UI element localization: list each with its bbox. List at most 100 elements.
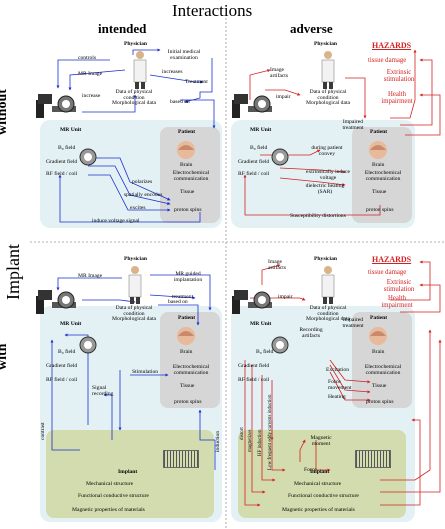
q1-excites: excites — [130, 205, 146, 211]
q4-excitation: Excitation — [326, 367, 349, 373]
q3-electrochem: Electrochemical communication — [172, 364, 210, 376]
q2-gradient: Gradient field — [238, 159, 270, 165]
q3-brain: Brain — [180, 349, 193, 355]
q4-force: Force — [304, 467, 317, 473]
q4-electrochem: Electrochemical communication — [364, 364, 402, 376]
patient-head-icon — [174, 140, 198, 162]
q4-magnetizes: magnetizes — [248, 429, 253, 453]
physician-icon — [318, 50, 338, 90]
patient-head-icon — [174, 326, 198, 348]
mr-scanner-icon — [268, 148, 292, 166]
physician-icon — [318, 265, 338, 305]
q1-increases: increases — [162, 69, 183, 75]
q4-func: Functional conductive structure — [288, 493, 359, 499]
q1-polarizes: polarizes — [132, 179, 153, 185]
q1-gradient: Gradient field — [46, 159, 78, 165]
q4-recording: Recording artifacts — [299, 327, 323, 339]
q2-data: Data of physical condition Morphological… — [306, 89, 350, 107]
q4-proton: proton spins — [366, 399, 394, 405]
q4-rf: RF field / coil — [238, 377, 270, 383]
mr-scanner-icon — [268, 336, 292, 354]
q2-physician-label: Physician — [314, 41, 338, 47]
q3-mech: Mechanical structure — [86, 481, 134, 487]
q1-patient: Patient — [178, 129, 196, 135]
q2-proton: proton spins — [366, 207, 394, 213]
q4-tissue: Tissue — [372, 383, 387, 389]
q2-patient: Patient — [370, 129, 388, 135]
q2-tissue: Tissue — [372, 189, 387, 195]
mr-scanner-icon — [232, 286, 274, 316]
q4-physician-label: Physician — [314, 256, 338, 262]
q3-guided: MR guided implantation — [173, 271, 203, 283]
q3-patient: Patient — [178, 315, 196, 321]
q4-patient: Patient — [370, 315, 388, 321]
row-without: without — [0, 89, 10, 135]
q2-brain: Brain — [372, 162, 385, 168]
q4-mag: Magnetic properties of materials — [282, 507, 355, 513]
q3-proton: proton spins — [174, 399, 202, 405]
q4-image-artifacts: Image artifacts — [268, 259, 287, 271]
q1-mr-unit: MR Unit — [60, 127, 82, 133]
q2-rf: RF field / coil — [238, 171, 270, 177]
q4-hf-induction: HF induction — [258, 429, 263, 456]
q4-b0: B₀ field — [256, 349, 274, 355]
physician-icon — [125, 265, 145, 305]
q3-gradient: Gradient field — [46, 363, 78, 369]
q1-rf: RF field / coil — [46, 171, 78, 177]
q4-mech: Mechanical structure — [294, 481, 342, 487]
physician-icon — [130, 50, 150, 90]
q4-magnetic-moment: Magnetic moment — [310, 435, 332, 447]
implant-coil-icon — [163, 450, 199, 468]
q2-impair: impair — [276, 94, 291, 100]
q4-mr-unit: MR Unit — [250, 321, 272, 327]
q4-distort: distort — [240, 427, 245, 440]
q4-hazards: HAZARDS — [372, 255, 412, 264]
q1-physician-label: Physician — [124, 41, 148, 47]
q2-during: during patient convey — [311, 145, 343, 157]
q3-mr-unit: MR Unit — [60, 321, 82, 327]
q4-impair: impair — [278, 294, 293, 300]
q2-mr-unit: MR Unit — [250, 127, 272, 133]
q4-impaired: Impaired treatment — [342, 317, 364, 329]
q4-gradient: Gradient field — [238, 363, 270, 369]
patient-head-icon — [366, 140, 390, 162]
row-with: with — [0, 343, 10, 370]
q3-mr-image: MR Image — [78, 273, 103, 279]
q4-force-movement: Force movement — [328, 379, 352, 391]
q1-b0: B₀ field — [58, 145, 76, 151]
q2-health: Health impairment — [381, 91, 413, 105]
q3-contrast: contrast — [40, 422, 46, 440]
q4-implant: Implant — [310, 469, 330, 475]
q3-treatment: treatment — [172, 294, 194, 300]
q1-induce: induce voltage signal — [92, 218, 140, 224]
q3-induction: induction — [215, 430, 221, 452]
q4-health: Health impairment — [381, 295, 413, 309]
q2-electrochem: Electrochemical communication — [364, 170, 402, 182]
figure-title: Interactions — [172, 1, 253, 20]
q3-stimulation: Stimulation — [132, 369, 159, 375]
q3-physician-label: Physician — [124, 256, 148, 262]
q1-increase: increase — [82, 93, 101, 99]
q2-dielectric: dielectric heating (SAR) — [305, 183, 345, 195]
mr-scanner-icon — [232, 90, 274, 120]
q3-rf: RF field / coil — [46, 377, 78, 383]
q4-implant-panel — [238, 430, 406, 518]
q3-tissue: Tissue — [180, 383, 195, 389]
q4-heating: Heating — [328, 394, 346, 400]
q1-controls: controls — [78, 55, 97, 61]
q2-tissue-damage: tissue damage — [368, 57, 407, 64]
mr-scanner-icon — [76, 336, 100, 354]
q4-tissue-damage: tissue damage — [368, 269, 407, 276]
q4-brain: Brain — [372, 349, 385, 355]
q2-extrinsic: Extrinsic stimulation — [383, 69, 415, 83]
q1-initial-exam: Initial medical examination — [167, 49, 201, 61]
q1-electrochem: Electrochemical communication — [172, 170, 210, 182]
column-intended: intended — [98, 21, 147, 36]
q4-data: Data of physical condition Morphological… — [306, 305, 350, 323]
q2-hazards: HAZARDS — [372, 41, 412, 50]
q3-implant-panel — [46, 430, 214, 518]
q1-mr-image: MR Image — [78, 71, 103, 77]
q1-spatially: spatially encodes — [124, 192, 163, 198]
q1-brain: Brain — [180, 162, 193, 168]
